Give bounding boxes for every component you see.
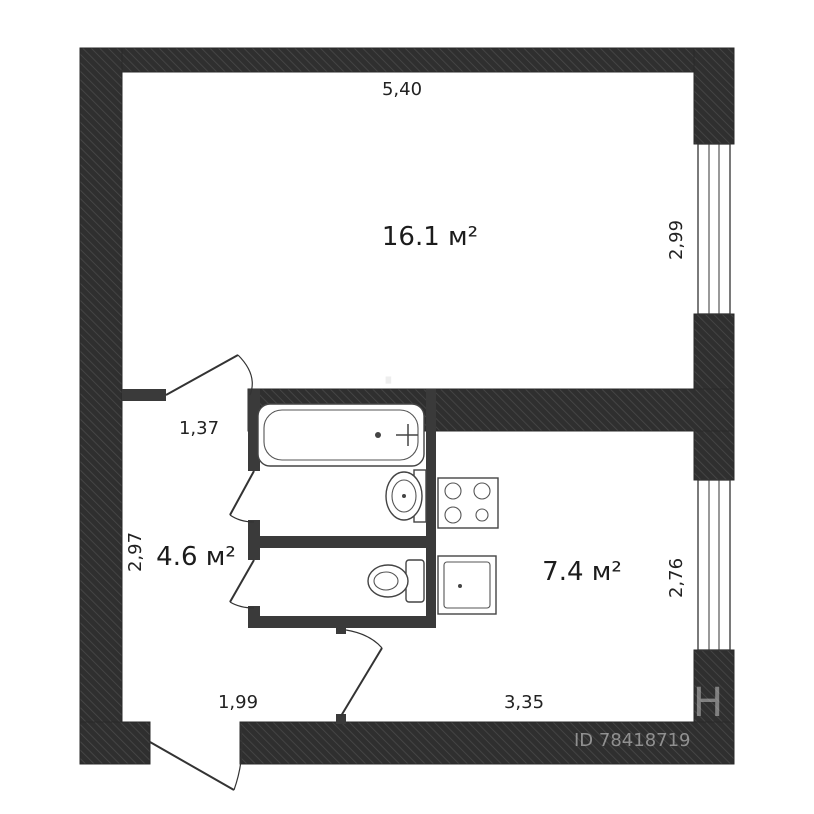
wall-kitchen-door-stub-bottom <box>336 714 346 724</box>
sink <box>385 469 427 523</box>
wall-bottom-right <box>239 721 735 765</box>
door-kitchen <box>340 629 383 717</box>
wall-bottom-left <box>79 721 151 765</box>
kitchen-sink <box>437 555 497 615</box>
watermark-corner-logo: H <box>693 680 723 726</box>
door-entrance <box>149 723 243 791</box>
dim-kitchen-depth: 2,76 <box>666 558 687 598</box>
door-bathroom <box>229 470 255 523</box>
hallway-area: 4.6 м² <box>156 542 236 572</box>
wall-top <box>79 47 735 73</box>
dim-bottom-right: 3,35 <box>504 692 544 713</box>
dim-bottom-left: 1,99 <box>218 692 258 713</box>
kitchen-area: 7.4 м² <box>542 557 622 587</box>
dim-hall-depth: 2,97 <box>125 532 146 572</box>
dim-hall-width: 1,37 <box>179 418 219 439</box>
wall-kitchen-door-stub <box>336 616 346 634</box>
window-living-room <box>697 143 731 315</box>
watermark-corner-id: ID 78418719 <box>574 730 691 751</box>
dim-living-width: 5,40 <box>382 79 422 100</box>
door-living-room <box>165 354 253 396</box>
door-wc <box>229 559 255 609</box>
dim-living-depth: 2,99 <box>666 220 687 260</box>
living-room-area: 16.1 м² <box>382 222 478 252</box>
toilet <box>367 559 425 603</box>
wall-right-upper <box>693 47 735 145</box>
bathtub <box>257 403 425 467</box>
wall-bath-wc <box>248 536 436 548</box>
window-kitchen <box>697 479 731 651</box>
wall-left <box>79 47 123 765</box>
wall-bath-right <box>426 389 436 628</box>
stove <box>437 477 499 529</box>
wall-living-hall-stub <box>122 389 166 401</box>
wall-bath-left-upper <box>248 389 260 471</box>
